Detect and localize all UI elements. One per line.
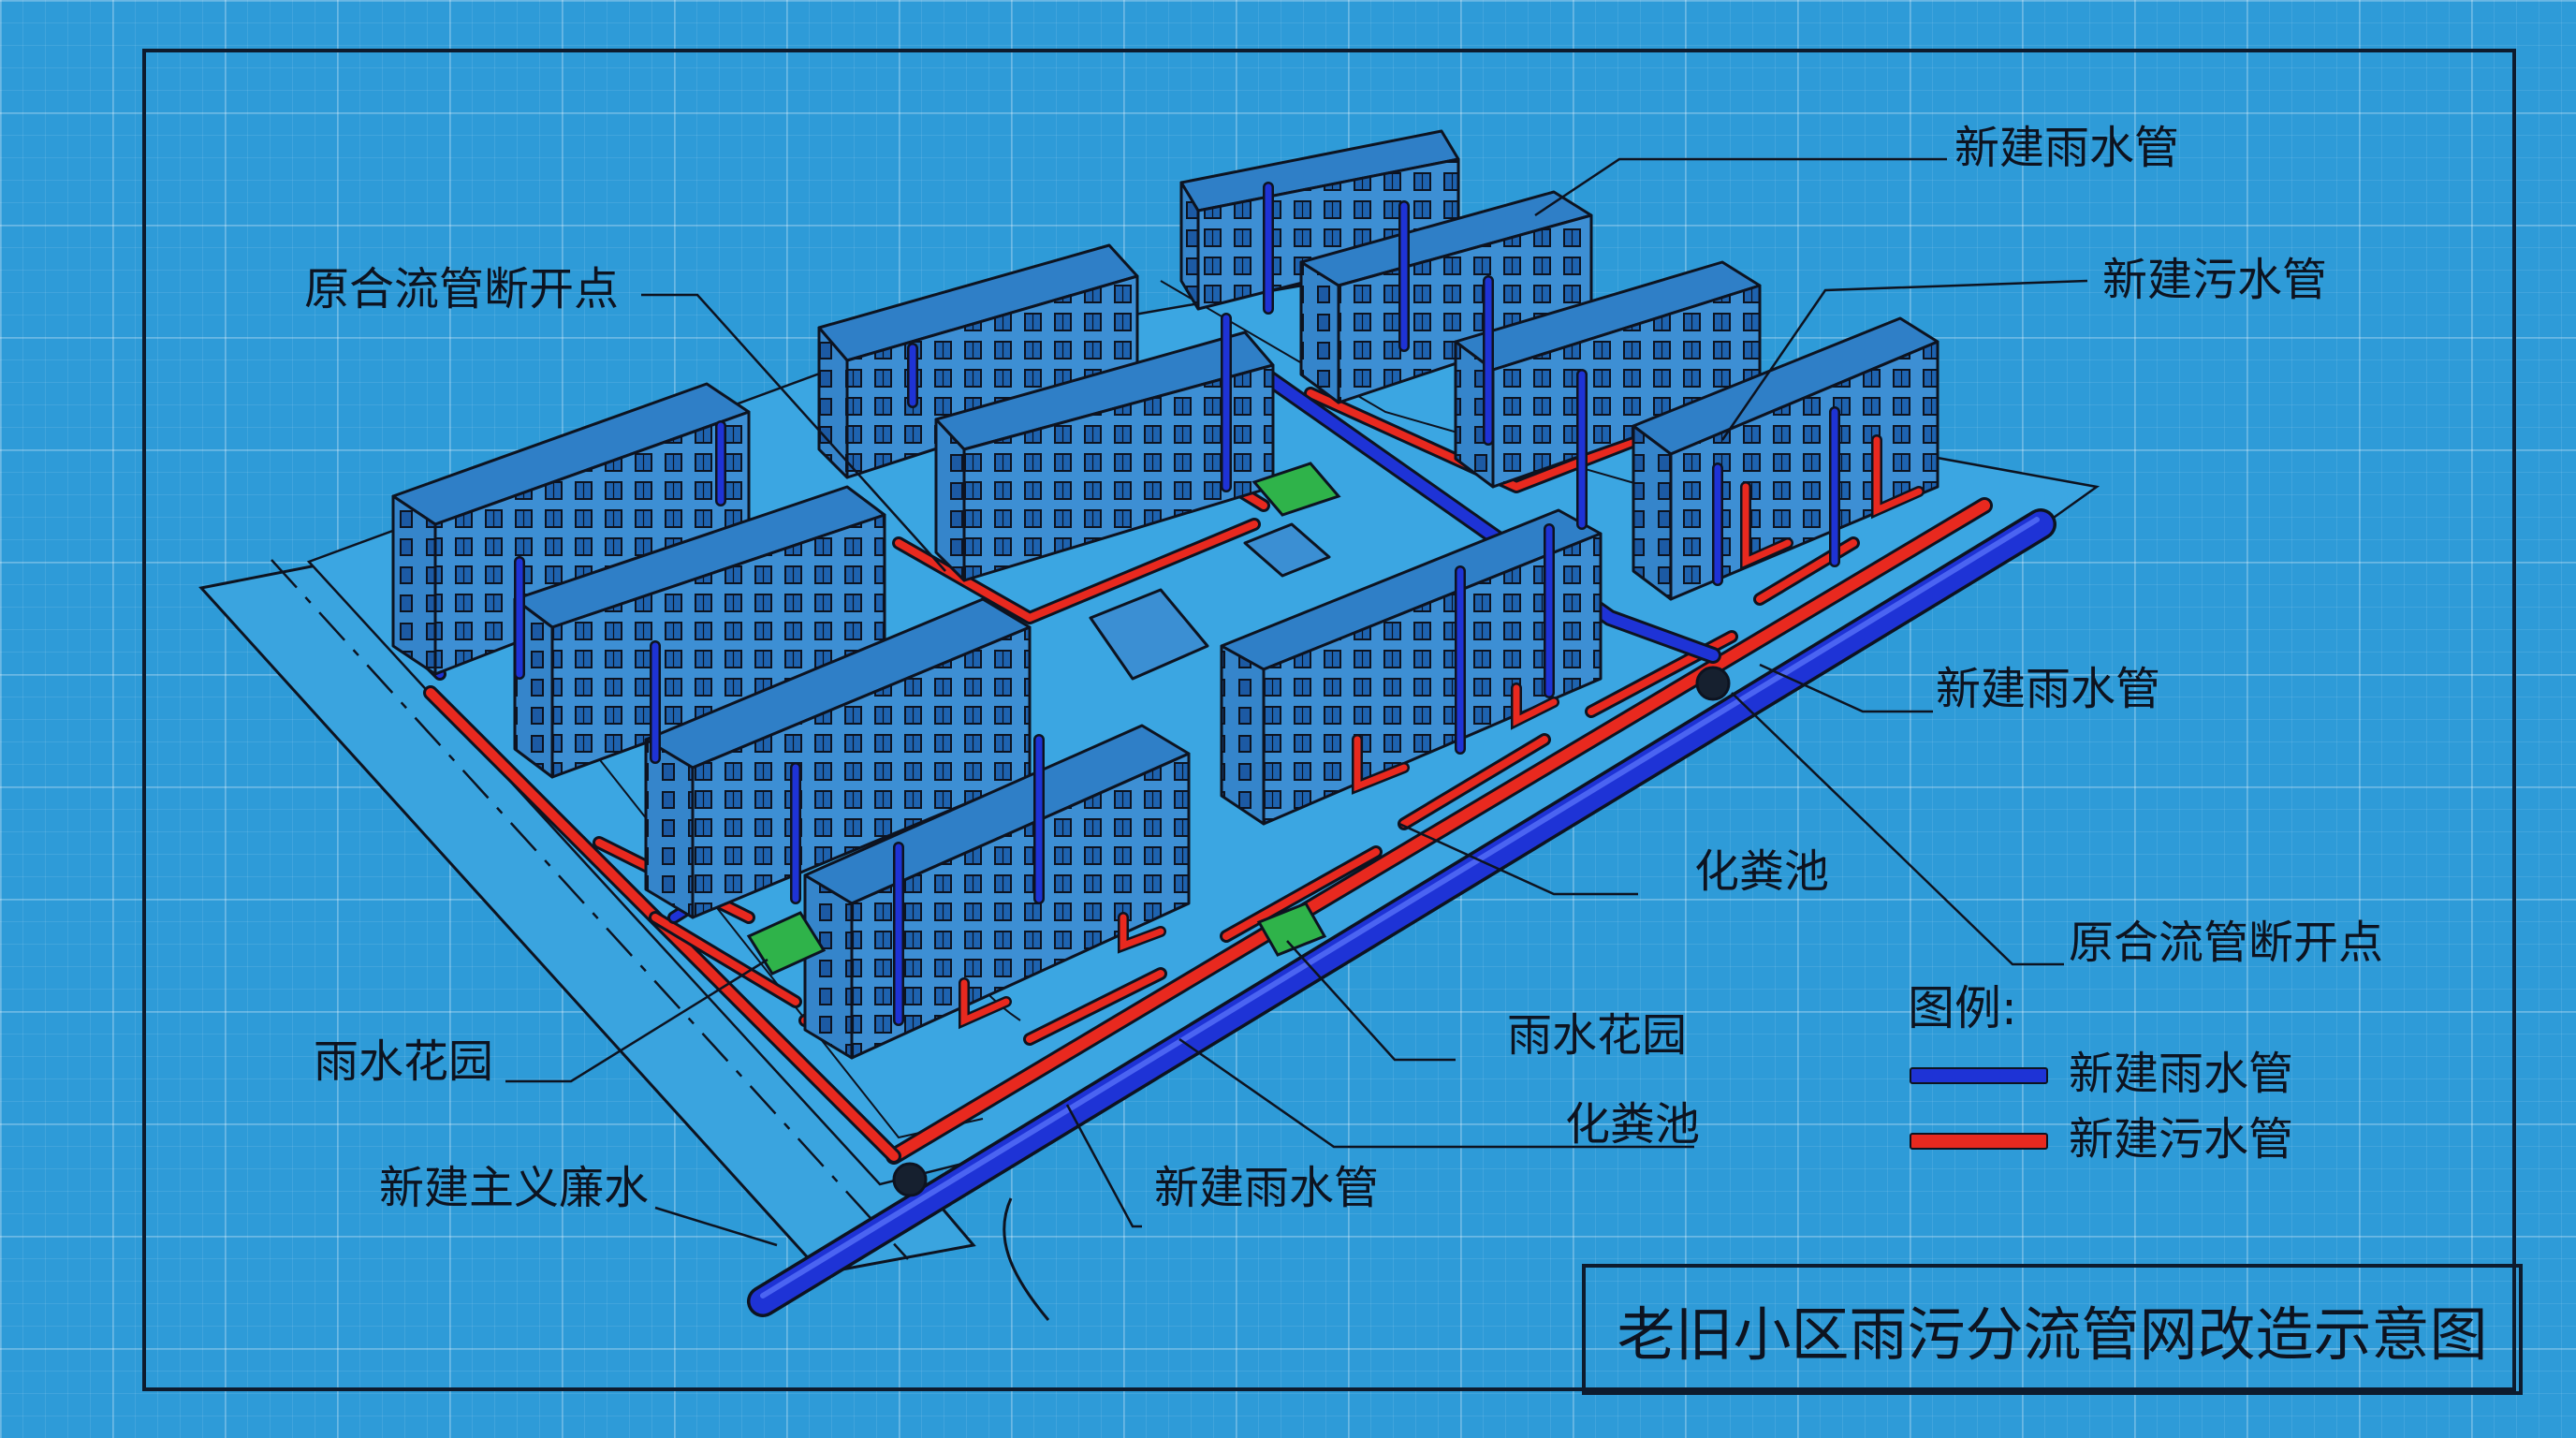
label-top-sewage-pipe: 新建污水管 [2102,254,2328,306]
rain-garden-center [1251,462,1341,517]
leader-septic-upper [1398,822,1638,896]
main-storm-pipe [747,508,2056,1317]
diagram-title: 老旧小区雨污分流管网改造示意图 [1617,1300,2488,1369]
legend-swatch-storm [1910,1067,2048,1084]
legend-label-storm: 新建雨水管 [2069,1048,2294,1100]
label-top-storm-pipe: 新建雨水管 [1954,122,2180,174]
septic-tank-south [892,1162,928,1197]
rain-garden-east [1256,902,1327,957]
building-m1 [817,243,1139,479]
building-m2 [934,330,1275,582]
building-m3 [1220,508,1603,826]
leader-top-storm [1534,157,1947,217]
road-centerline-west [271,559,909,1260]
site-facilities [746,462,1731,1197]
building-b3 [1454,260,1762,489]
leader-top-sewage [1720,279,2088,441]
label-main-pipe: 新建主义廉水 [379,1162,650,1214]
building-f3 [644,597,1032,919]
leader-bottom-storm [1065,1104,1142,1228]
leader-garden-right [1286,940,1456,1062]
label-right-breakpoint: 原合流管断开点 [2069,917,2384,969]
legend-swatch-sewage [1910,1133,2048,1150]
leader-right-storm [1759,663,1933,713]
building-b2 [1299,190,1593,404]
center-pavilion [1243,522,1331,578]
septic-tank-east [1695,666,1731,701]
building-downpipes [514,182,1925,1030]
legend-label-sewage: 新建污水管 [2069,1113,2294,1166]
road-edge-south [1003,1197,1050,1321]
buildings [391,129,1939,1060]
label-septic-tank-lower: 化粪池 [1565,1098,1701,1151]
title-block: 老旧小区雨污分流管网改造示意图 [1582,1264,2523,1395]
drawing-frame [142,49,2516,1391]
leader-left-breakpoint [641,293,946,572]
label-left-breakpoint: 原合流管断开点 [304,263,620,315]
label-rain-garden-left: 雨水花园 [314,1035,494,1088]
leader-right-breakpoint [1731,692,2064,966]
leader-garden-left [505,958,768,1083]
building-b4 [1632,316,1939,601]
leader-main-pipe [654,1206,778,1247]
label-right-storm-pipe: 新建雨水管 [1936,663,2161,715]
leader-septic-lower [1178,1037,1694,1149]
label-rain-garden-right: 雨水花园 [1507,1009,1688,1062]
label-septic-tank-upper: 化粪池 [1694,845,1830,898]
center-shed [1089,588,1209,681]
legend-title: 图例: [1908,981,2017,1035]
callout-leaders [505,157,2088,1247]
label-bottom-storm-pipe: 新建雨水管 [1154,1162,1380,1214]
